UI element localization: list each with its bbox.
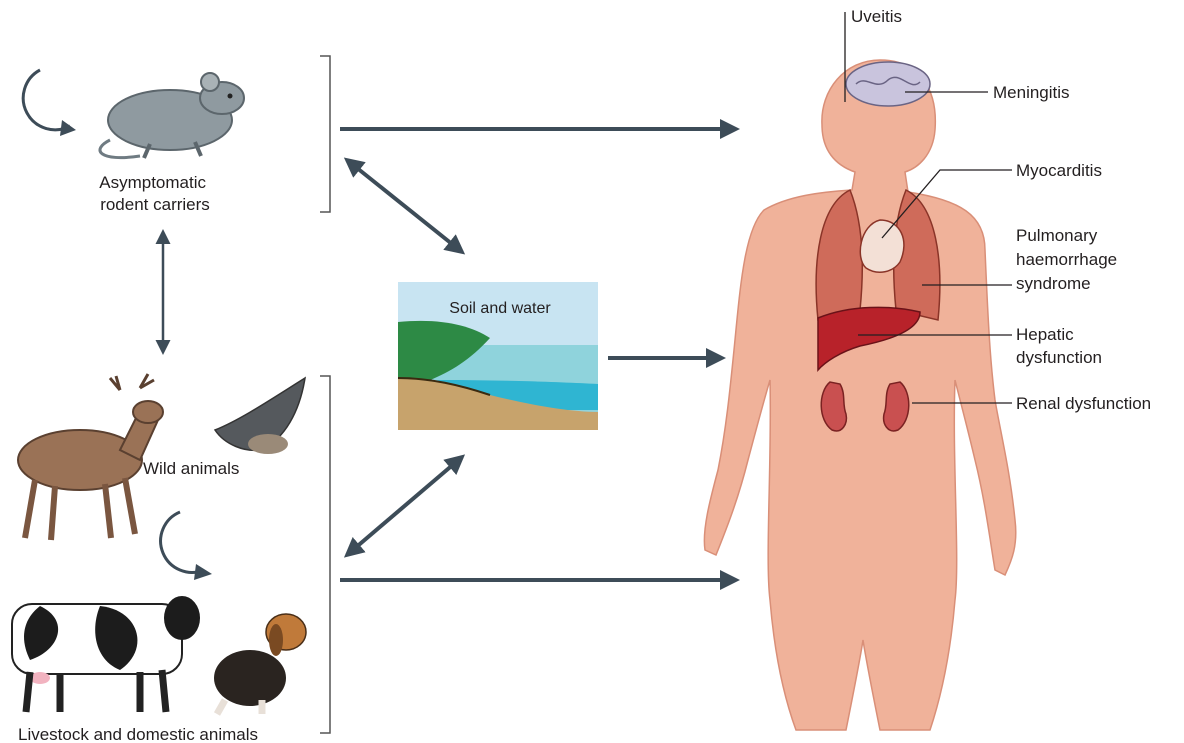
rodent-bracket bbox=[320, 56, 330, 212]
wild-animals-label: Wild animals bbox=[143, 459, 239, 478]
rodent-soil-arrow bbox=[347, 160, 462, 252]
myocarditis-label: Myocarditis bbox=[1016, 161, 1102, 180]
deer-illustration bbox=[18, 374, 163, 540]
pulmonary-label: Pulmonary haemorrhage syndrome bbox=[1016, 226, 1122, 293]
renal-label: Renal dysfunction bbox=[1016, 394, 1151, 413]
bat-illustration bbox=[215, 378, 305, 454]
animals-soil-arrow bbox=[347, 457, 462, 555]
brain-illustration bbox=[846, 62, 930, 106]
dog-illustration bbox=[214, 614, 306, 714]
soil-water-label: Soil and water bbox=[449, 300, 551, 317]
rodent-label: Asymptomatic rodent carriers bbox=[99, 173, 210, 214]
cow-illustration bbox=[12, 596, 200, 712]
human-figure bbox=[704, 60, 1015, 730]
meningitis-label: Meningitis bbox=[993, 83, 1070, 102]
uveitis-label: Uveitis bbox=[851, 7, 902, 26]
rat-illustration bbox=[100, 73, 244, 158]
hepatic-label: Hepatic dysfunction bbox=[1016, 325, 1102, 367]
livestock-label: Livestock and domestic animals bbox=[18, 725, 258, 743]
animal-bracket bbox=[320, 376, 330, 733]
rodent-cycle-icon bbox=[23, 70, 76, 136]
livestock-cycle-icon bbox=[161, 512, 212, 580]
